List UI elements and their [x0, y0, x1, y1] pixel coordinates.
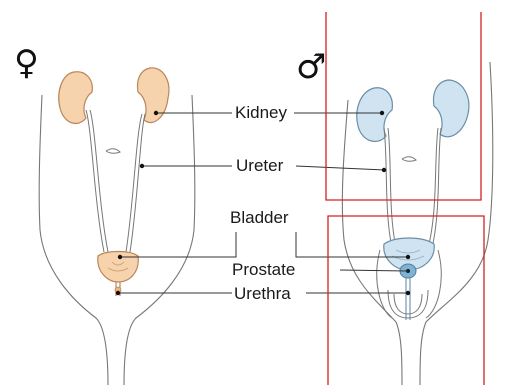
bladder-leader-left [120, 232, 236, 257]
male-kidney-left [357, 88, 393, 142]
prostate-label: Prostate [232, 261, 295, 278]
male-symbol-icon: ♂ [296, 50, 326, 84]
urethra-label: Urethra [234, 285, 291, 302]
bladder-label: Bladder [230, 209, 289, 226]
male-kidney-right [434, 80, 469, 137]
female-torso-right-outline [124, 95, 195, 385]
ureter-label: Ureter [236, 157, 283, 174]
kidney-label: Kidney [235, 104, 287, 121]
female-figure [39, 95, 195, 385]
male-ureters [384, 128, 441, 248]
male-navel [402, 157, 416, 162]
female-navel [106, 149, 120, 154]
female-torso-left-outline [39, 95, 108, 385]
highlight-boxes [326, 12, 484, 385]
female-symbol-icon: ♀ [14, 46, 39, 80]
female-ureters [86, 110, 145, 252]
prostate-leader [340, 270, 408, 271]
